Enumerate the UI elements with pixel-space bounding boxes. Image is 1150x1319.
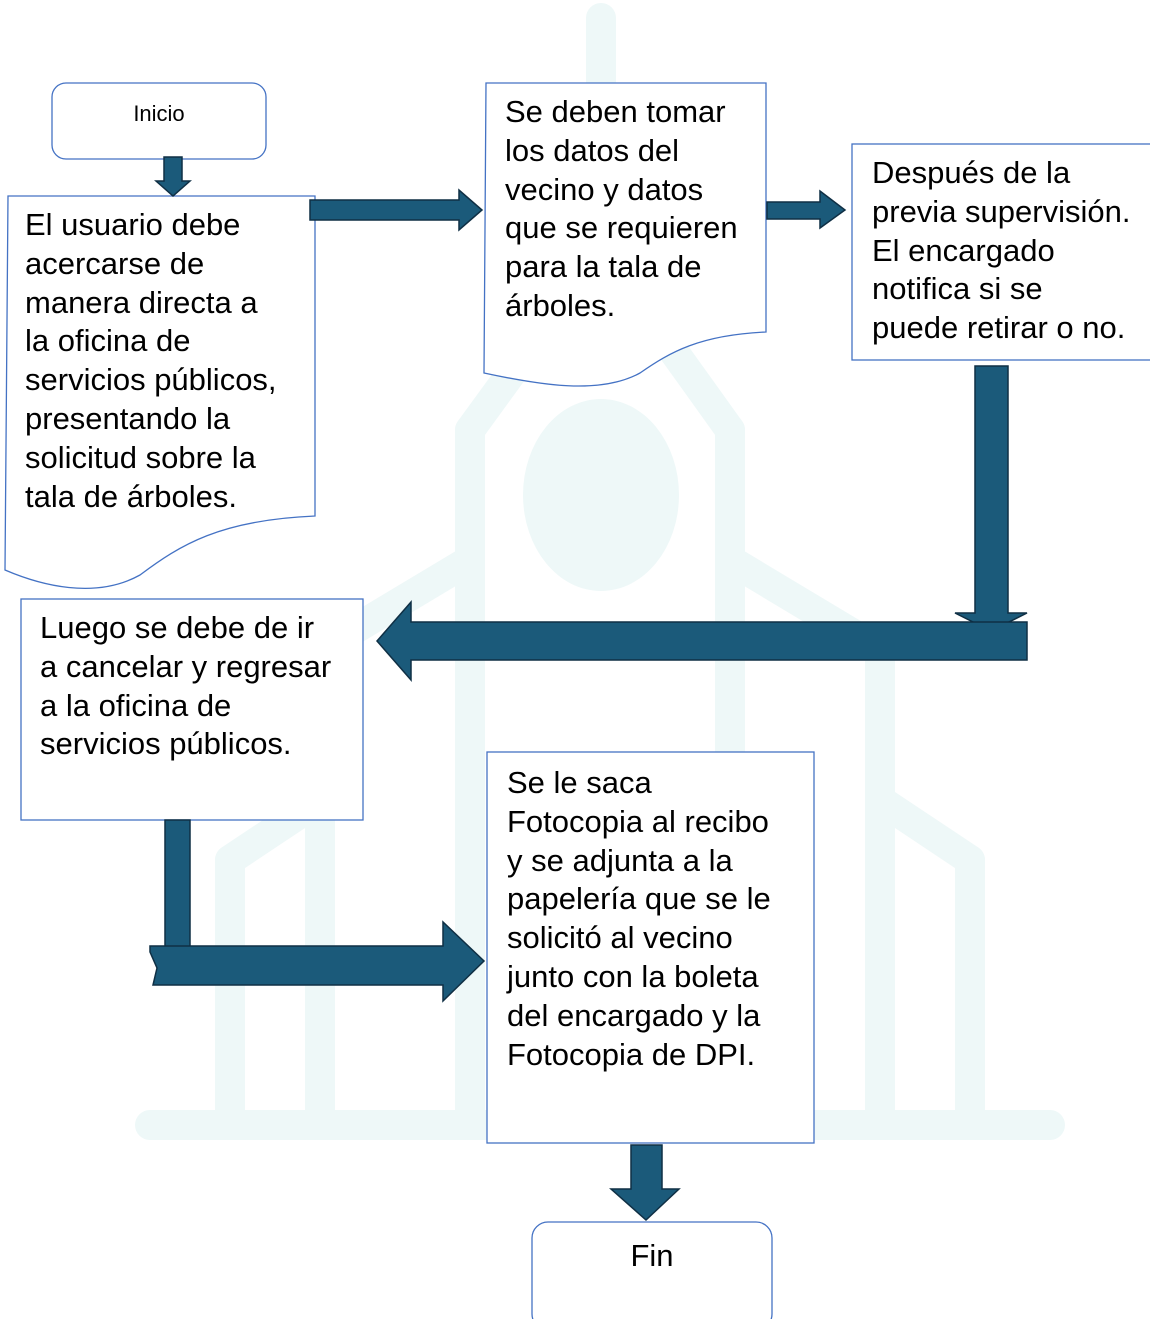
- step2-document-shape: [483, 82, 767, 387]
- step5-text: Se le saca Fotocopia al recibo y se adju…: [507, 765, 771, 1072]
- end-terminator: [531, 1221, 773, 1319]
- arrow-step3-down: [954, 365, 1028, 632]
- step4-process-box: [20, 598, 364, 821]
- start-label: Inicio: [133, 101, 185, 126]
- step3-text: Después de la previa supervisión. El enc…: [872, 155, 1131, 346]
- end-label: Fin: [630, 1238, 674, 1273]
- arrow-step5-to-end: [609, 1144, 681, 1222]
- arrow-to-step5: [149, 920, 486, 1003]
- arrow-start-to-step1: [154, 156, 192, 198]
- step1-document-shape: [4, 195, 316, 590]
- step3-process-box: [851, 143, 1150, 361]
- arrow-step2-to-step3: [766, 189, 847, 230]
- step1-text: El usuario debe acercarse de manera dire…: [25, 207, 277, 514]
- start-terminator: [51, 82, 267, 160]
- arrow-step1-to-step2: [309, 188, 484, 232]
- arrow-step4-down: [164, 819, 191, 948]
- step5-process-box: [486, 751, 815, 1144]
- step4-text: Luego se debe de ir a cancelar y regresa…: [40, 610, 332, 762]
- arrow-to-step4: [376, 599, 1028, 683]
- step2-text: Se deben tomar los datos del vecino y da…: [505, 94, 738, 323]
